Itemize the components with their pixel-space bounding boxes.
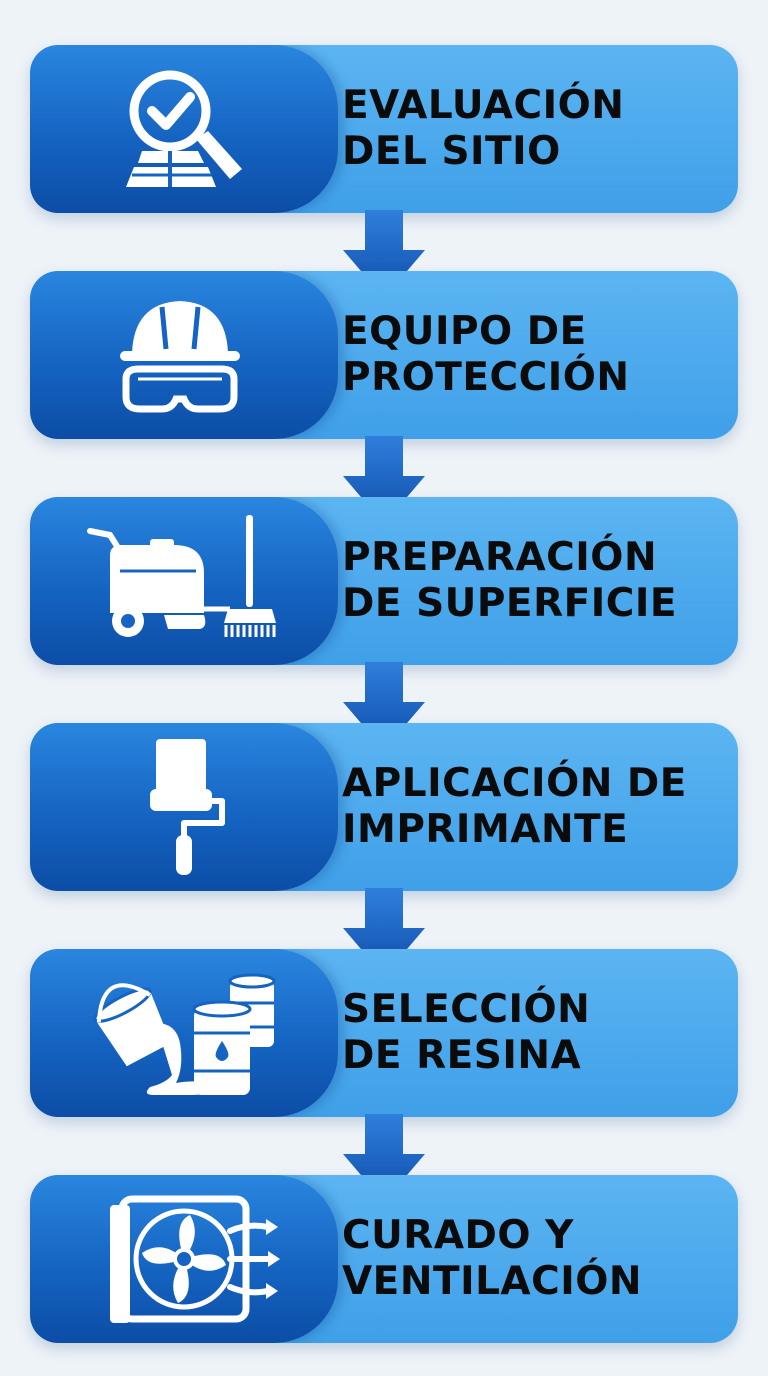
down-arrow-icon [343,1114,425,1202]
step-icon-panel [30,497,338,665]
step-icon-panel [30,949,338,1117]
step-label-line2: DE RESINA [342,1033,582,1078]
step-site-evaluation: EVALUACIÓN DEL SITIO [30,45,738,213]
step-label-line1: EVALUACIÓN [342,82,625,128]
step-icon-panel [30,271,338,439]
step-icon-panel [30,723,338,891]
down-arrow-icon [343,210,425,298]
down-arrow-icon [343,888,425,976]
step-label: PREPARACIÓN DE SUPERFICIE [342,497,734,665]
step-label-line2: PROTECCIÓN [342,355,630,400]
step-curing-ventilation: CURADO Y VENTILACIÓN [30,1175,738,1343]
step-label-line1: PREPARACIÓN [342,534,658,580]
step-label-line1: SELECCIÓN [342,986,591,1032]
step-surface-preparation: PREPARACIÓN DE SUPERFICIE [30,497,738,665]
down-arrow-icon [343,436,425,524]
bucket-barrels-icon [93,973,276,1095]
step-icon-panel [30,45,338,213]
fan-airflow-icon [110,1195,280,1323]
step-label: APLICACIÓN DE IMPRIMANTE [342,723,734,891]
step-label-line2: IMPRIMANTE [342,807,629,852]
step-label-line1: EQUIPO DE [342,308,587,354]
step-label: SELECCIÓN DE RESINA [342,949,734,1117]
step-primer-application: APLICACIÓN DE IMPRIMANTE [30,723,738,891]
step-label-line2: VENTILACIÓN [342,1259,643,1304]
step-label-line1: CURADO Y [342,1212,574,1258]
step-icon-panel [30,1175,338,1343]
step-label-line2: DEL SITIO [342,129,561,174]
down-arrow-icon [343,662,425,750]
step-resin-selection: SELECCIÓN DE RESINA [30,949,738,1117]
hardhat-goggles-icon [120,301,240,413]
step-label: EQUIPO DE PROTECCIÓN [342,271,734,439]
floor-machine-broom-icon [87,515,276,637]
step-label-line2: DE SUPERFICIE [342,581,678,626]
paint-roller-icon [150,739,225,875]
step-label-line1: APLICACIÓN DE [342,760,687,806]
step-protective-equipment: EQUIPO DE PROTECCIÓN [30,271,738,439]
magnifier-check-floor-icon [126,70,242,187]
step-label: CURADO Y VENTILACIÓN [342,1175,734,1343]
step-label: EVALUACIÓN DEL SITIO [342,45,734,213]
